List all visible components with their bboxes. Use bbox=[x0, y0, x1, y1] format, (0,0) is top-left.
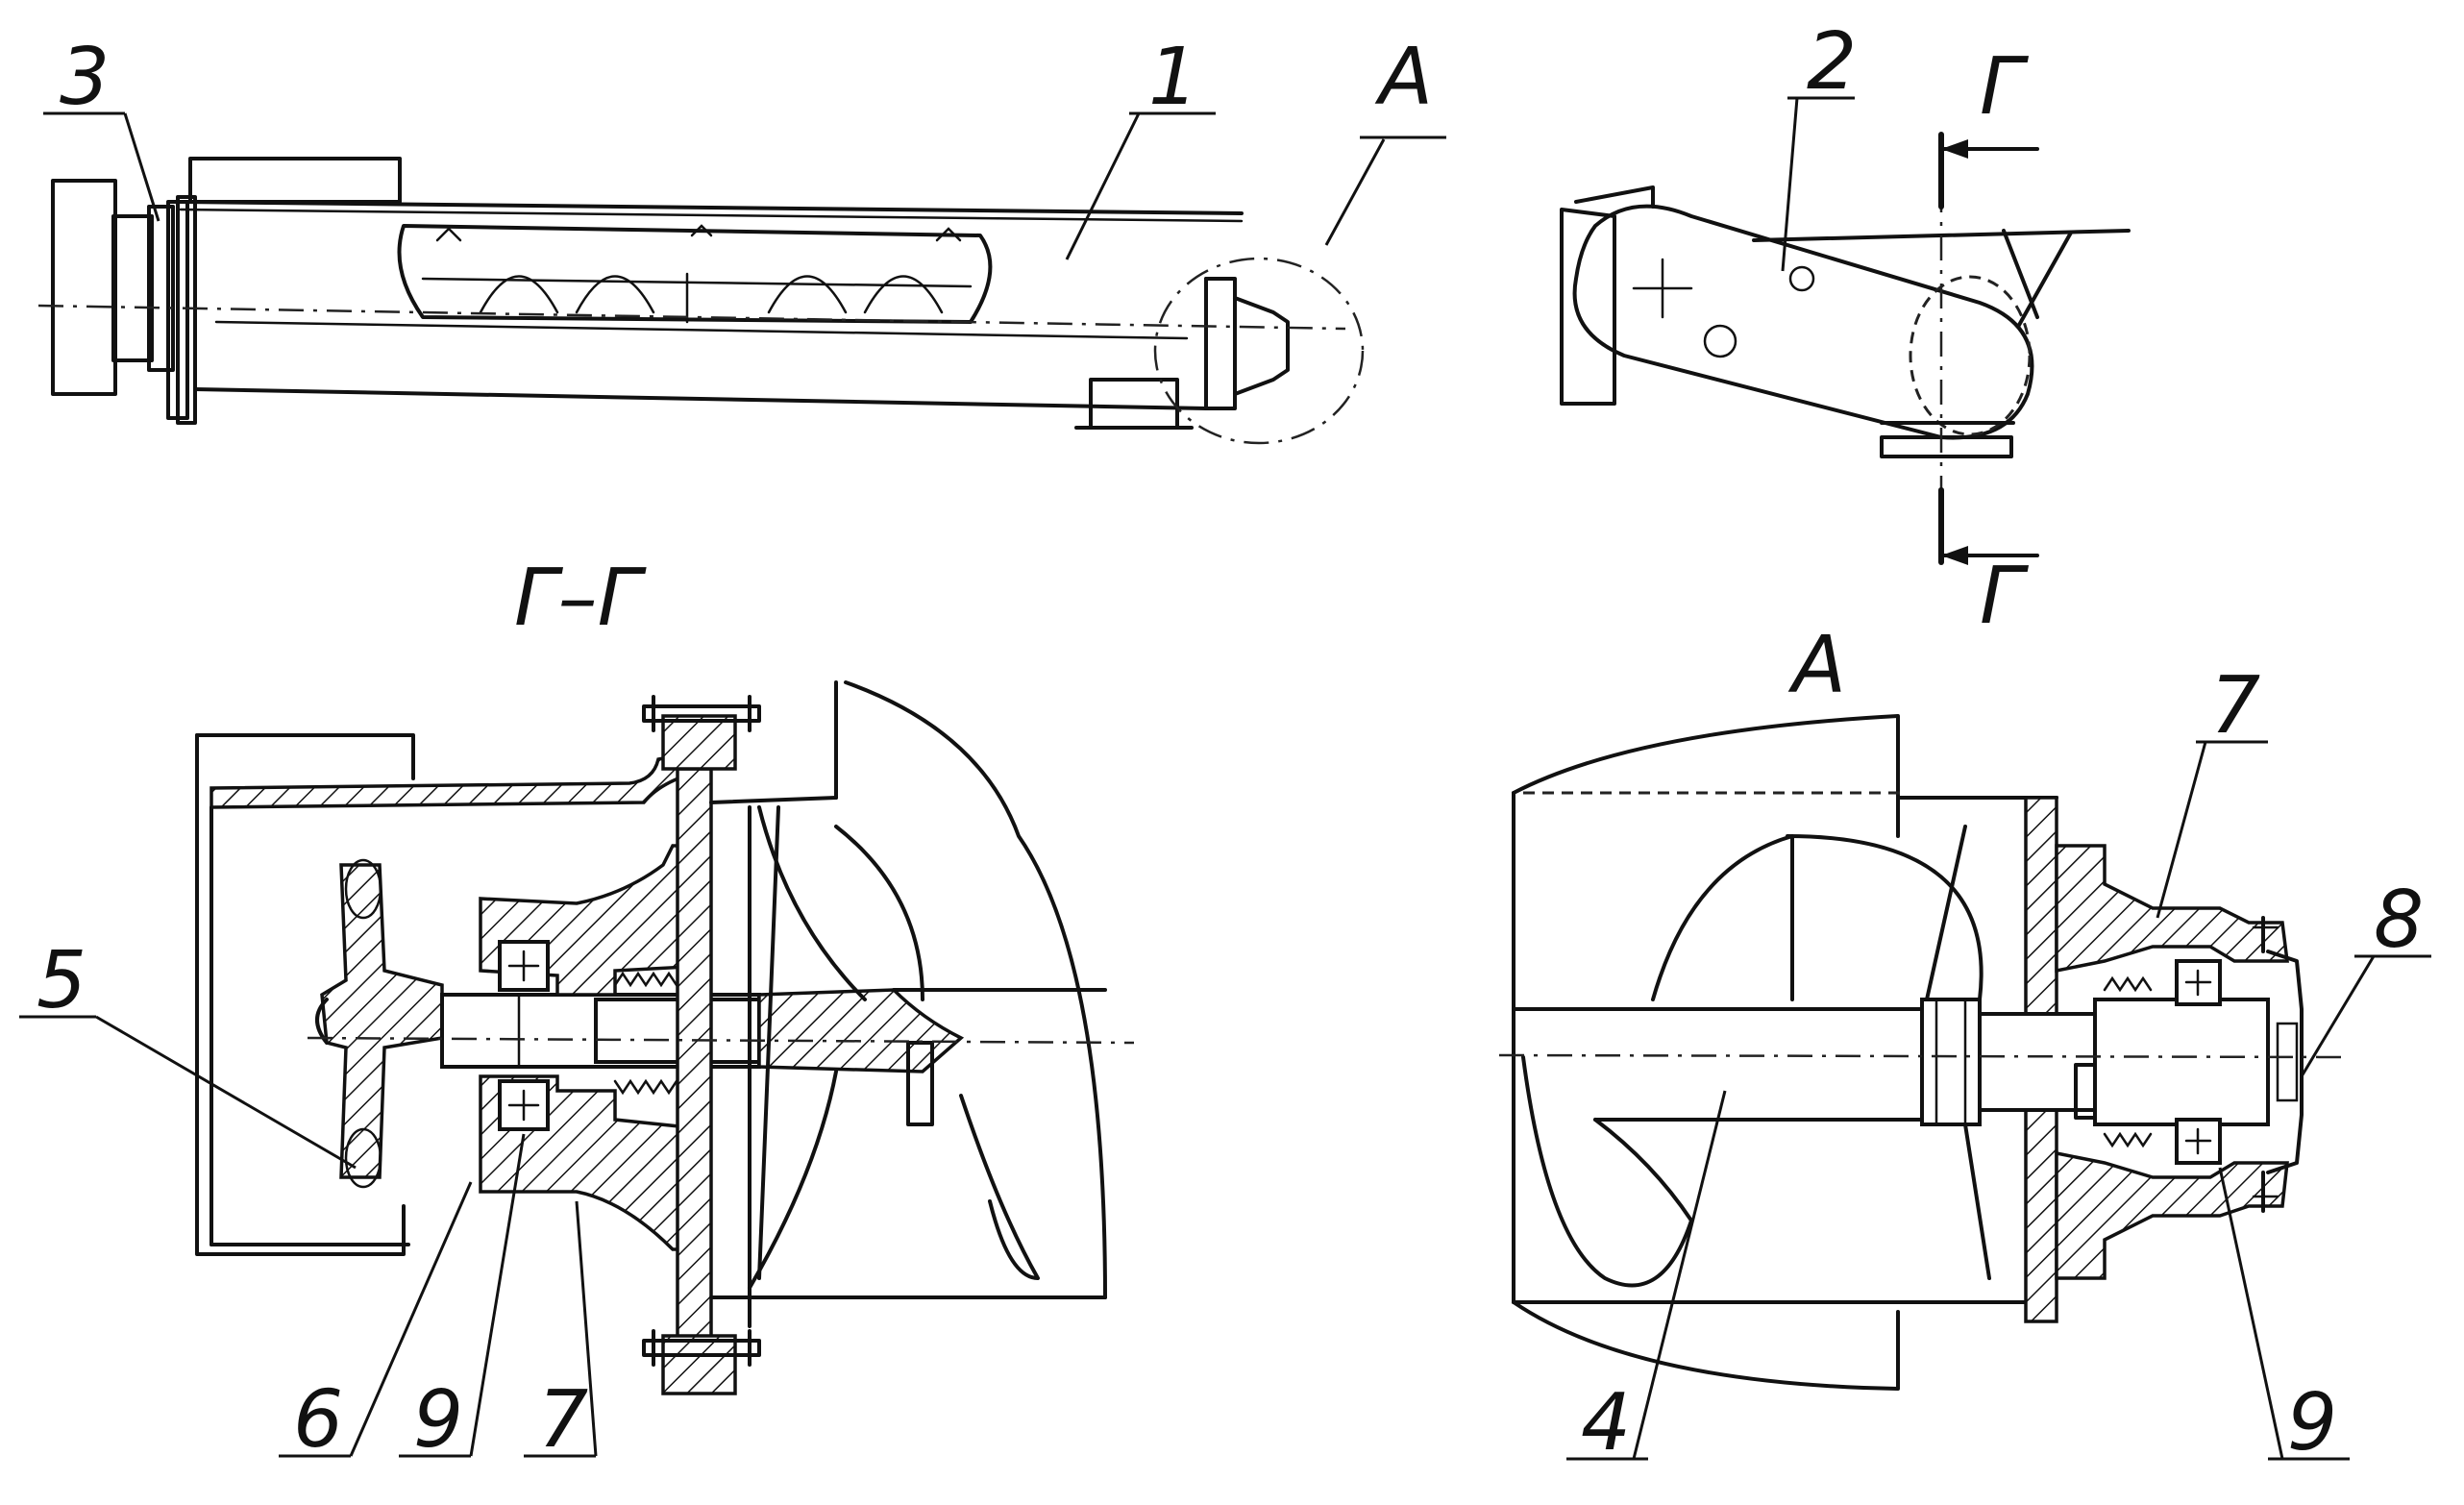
detail-title: A bbox=[1787, 620, 1846, 711]
callout-7-left-label: 7 bbox=[538, 1374, 588, 1466]
section-mark-top: Г bbox=[1980, 41, 2030, 133]
conveyor-end-view bbox=[1560, 132, 2131, 565]
callout-1: 1 bbox=[1065, 32, 1216, 260]
callout-7-left: 7 bbox=[524, 1200, 598, 1466]
section-title: Г–Г bbox=[514, 553, 648, 644]
callout-5: 5 bbox=[19, 935, 357, 1170]
section-view bbox=[195, 680, 1135, 1395]
pulley bbox=[320, 863, 444, 1179]
detail-view bbox=[1498, 714, 2346, 1391]
detail-shaft-collar bbox=[1920, 998, 1982, 1126]
callout-7-right: 7 bbox=[2156, 660, 2268, 919]
inlet-hopper bbox=[188, 157, 402, 204]
callout-4-label: 4 bbox=[1581, 1377, 1631, 1468]
outlet-box bbox=[1089, 378, 1179, 430]
callout-3: 3 bbox=[43, 32, 160, 222]
callout-2: 2 bbox=[1781, 16, 1857, 272]
callout-4: 4 bbox=[1566, 1090, 1727, 1468]
callout-8: 8 bbox=[2300, 875, 2431, 1077]
callout-1-label: 1 bbox=[1148, 32, 1198, 123]
callout-3-label: 3 bbox=[60, 32, 110, 123]
callout-8-label: 8 bbox=[2374, 875, 2424, 966]
callout-7-right-label: 7 bbox=[2210, 660, 2260, 752]
callout-a-label: A bbox=[1374, 32, 1433, 123]
callout-6: 6 bbox=[279, 1181, 473, 1466]
callout-9-right: 9 bbox=[2218, 1167, 2350, 1468]
callout-6-label: 6 bbox=[293, 1374, 343, 1466]
callout-9-right-label: 9 bbox=[2287, 1377, 2337, 1468]
inspection-window bbox=[397, 224, 993, 324]
motor-housing bbox=[51, 179, 117, 396]
callout-2-label: 2 bbox=[1807, 16, 1857, 108]
belt-guard bbox=[1572, 204, 2034, 440]
detail-a-circle bbox=[1153, 257, 1365, 445]
callout-a: A bbox=[1360, 32, 1446, 139]
callout-5-label: 5 bbox=[37, 935, 86, 1026]
callout-9-left: 9 bbox=[399, 1133, 526, 1466]
callout-9-left-label: 9 bbox=[413, 1374, 463, 1466]
conveyor-side-view bbox=[37, 138, 1386, 445]
section-mark-bottom: Г bbox=[1980, 551, 2030, 642]
